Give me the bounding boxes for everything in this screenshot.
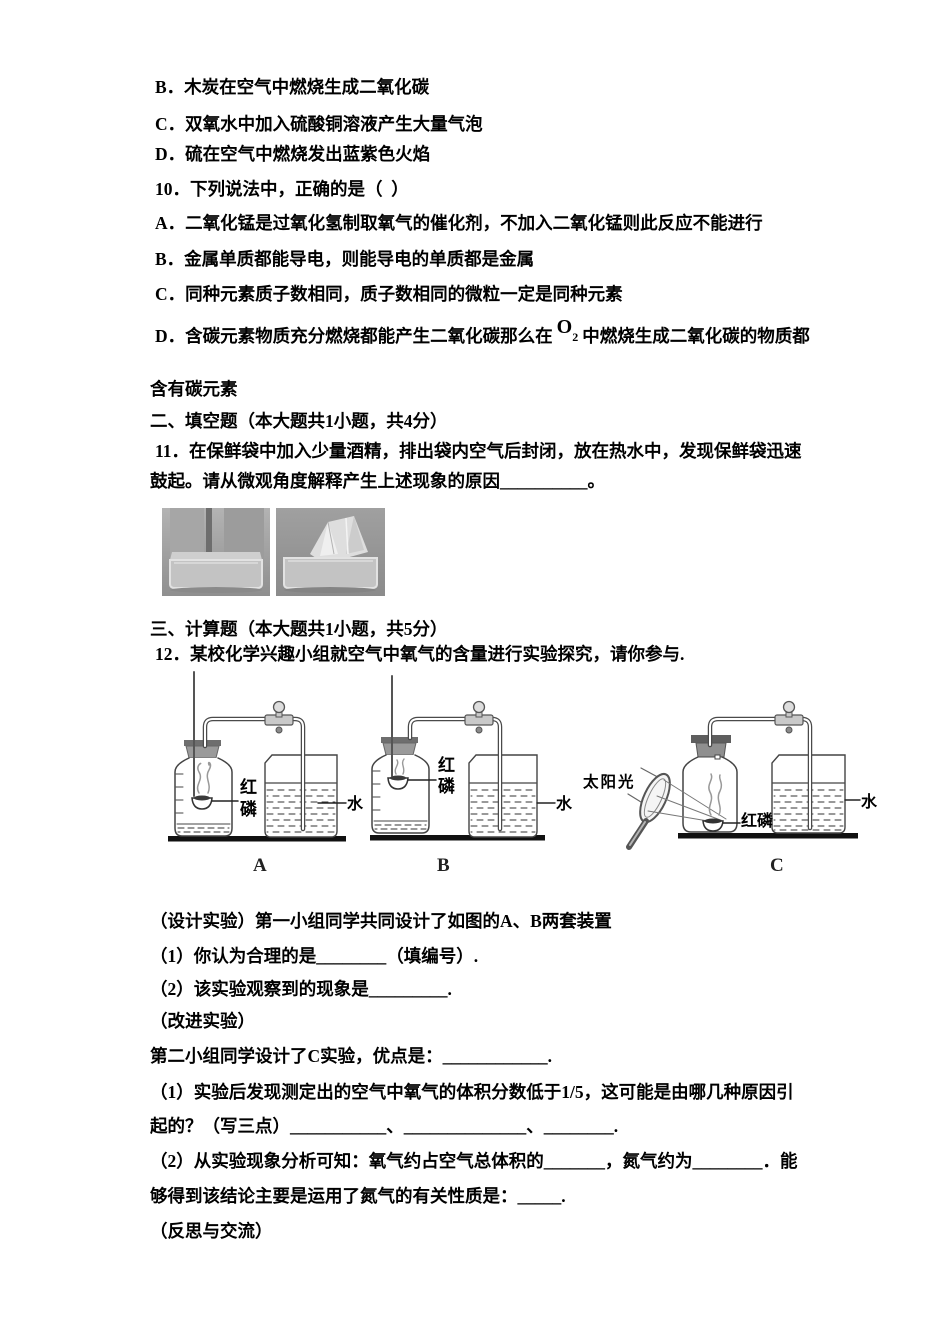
bench-b: [370, 835, 545, 841]
label-red-phosphorus-b-1: 红: [438, 755, 455, 775]
dish: [283, 557, 378, 589]
label-red-phosphorus-b-2: 磷: [438, 776, 456, 796]
stopper-a: [184, 740, 221, 746]
label-sunlight: 太阳光: [583, 772, 636, 791]
q12-design-q2: （2）该实验观察到的现象是_________.: [150, 979, 452, 999]
bench-a: [168, 836, 346, 842]
q10-stem: 10．下列说法中，正确的是（ ）: [155, 179, 409, 199]
q12-improve-header: （改进实验）: [150, 1011, 255, 1031]
q12-reason-line1: （1）实验后发现测定出的空气中氧气的体积分数低于1/5，这可能是由哪几种原因引: [150, 1082, 794, 1102]
label-setup-c: C: [770, 855, 784, 876]
bottle-c: [682, 756, 738, 833]
q12-stem: 12．某校化学兴趣小组就空气中氧气的含量进行实验探究，请你参与.: [155, 644, 685, 664]
valve-a: [264, 700, 294, 734]
setup-c: 太阳光: [583, 700, 878, 876]
section2-title: 二、填空题（本大题共1小题，共4分）: [150, 411, 448, 431]
q11-line1: 11．在保鲜袋中加入少量酒精，排出袋内空气后封闭，放在热水中，发现保鲜袋迅速: [155, 441, 802, 461]
magnifier-icon: [639, 772, 671, 824]
smoke-b: [394, 758, 405, 775]
label-setup-a: A: [253, 855, 267, 876]
label-water-a: 水: [347, 794, 364, 813]
label-red-phosphorus-a-1: 红: [240, 777, 257, 797]
oxygen-formula: O2: [556, 316, 579, 344]
combustion-spoon-a: [191, 797, 213, 810]
tube-a: [202, 716, 306, 832]
label-red-phosphorus-a-2: 磷: [240, 799, 258, 819]
q12-improve-intro: 第二小组同学设计了C实验，优点是：____________.: [150, 1046, 553, 1066]
bottle-b: [371, 754, 430, 834]
q10-option-c: C．同种元素质子数相同，质子数相同的微粒一定是同种元素: [155, 284, 623, 304]
label-setup-b: B: [437, 855, 450, 876]
q12-design-q1: （1）你认为合理的是________（填编号）.: [150, 946, 479, 966]
stopper-b: [381, 737, 418, 743]
q12-conclusion-line2: 够得到该结论主要是运用了氮气的有关性质是：_____.: [150, 1186, 566, 1206]
rod-in-photo: [206, 508, 212, 562]
setup-b: 红 磷 水 B: [370, 675, 573, 876]
q12-conclusion-line1: （2）从实验现象分析可知：氧气约占空气总体积的_______，氮气约为_____…: [150, 1151, 798, 1171]
q10-option-b: B．金属单质都能导电，则能导电的单质都是金属: [155, 249, 535, 269]
photo-flat-bag: [162, 508, 270, 596]
prev-option-c: C．双氧水中加入硫酸铜溶液产生大量气泡: [155, 114, 483, 134]
dish: [169, 559, 263, 589]
combustion-spoon-c: [702, 820, 724, 832]
apparatus-diagram: 红 磷 水 A: [168, 671, 878, 876]
q12-reason-line2: 起的？（写三点）___________、______________、_____…: [150, 1116, 619, 1136]
q10-option-d-post: 中燃烧生成二氧化碳的物质都: [582, 326, 810, 346]
bench-c: [678, 833, 858, 839]
q12-reflect-header: （反思与交流）: [150, 1221, 273, 1241]
setup-a: 红 磷 水 A: [168, 671, 364, 876]
combustion-spoon-b: [387, 777, 409, 790]
water-b: [470, 789, 536, 833]
smoke-a: [196, 761, 212, 794]
label-water-c: 水: [861, 792, 878, 811]
prev-option-b: B．木炭在空气中燃烧生成二氧化碳: [155, 77, 430, 97]
q10-option-a: A．二氧化锰是过氧化氢制取氧气的催化剂，不加入二氧化锰则此反应不能进行: [155, 213, 763, 233]
q10-option-d-cont: 含有碳元素: [150, 379, 238, 399]
tube-b: [407, 716, 503, 832]
photo-inflated-bag: [276, 508, 385, 596]
label-red-phosphorus-c: 红磷: [741, 811, 774, 830]
tube-c: [707, 716, 813, 831]
valve-c: [774, 700, 804, 734]
smoke-c: [708, 773, 723, 816]
section3-title: 三、计算题（本大题共1小题，共5分）: [150, 619, 448, 639]
label-water-b: 水: [556, 794, 573, 813]
q11-line2: 鼓起。请从微观角度解释产生上述现象的原因__________。: [150, 471, 605, 491]
valve-b: [464, 700, 494, 734]
q10-option-d-pre: D．含碳元素物质充分燃烧都能产生二氧化碳那么在: [155, 326, 553, 346]
q12-design-intro: （设计实验）第一小组同学共同设计了如图的A、B两套装置: [150, 911, 612, 931]
prev-option-d: D．硫在空气中燃烧发出蓝紫色火焰: [155, 144, 431, 164]
